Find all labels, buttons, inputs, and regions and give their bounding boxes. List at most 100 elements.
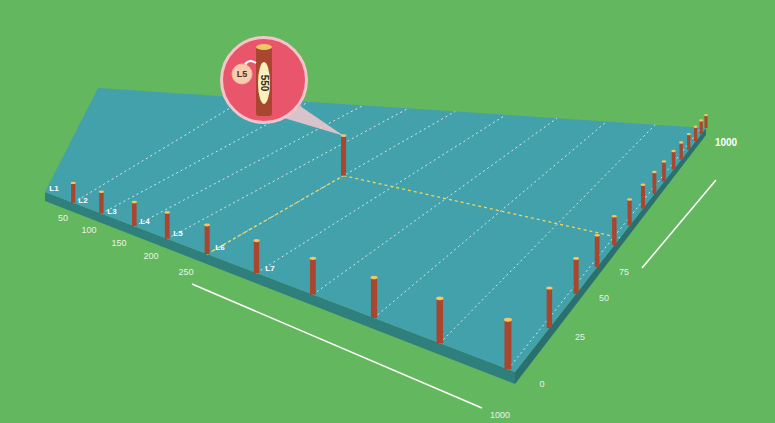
post-body [371,278,377,318]
scale-number: 250 [178,268,193,277]
scale-number: 100 [81,226,96,235]
fence-post [71,182,76,203]
post-body [653,172,657,194]
row-label: L3 [107,208,116,216]
post-cap [71,182,76,184]
post-cap [594,234,600,237]
axis-line [192,284,482,408]
post-cap [573,257,579,260]
scale-number: 50 [58,214,68,223]
fence-post [704,114,708,128]
fence-post [627,198,632,225]
post-body [672,151,676,170]
scale-number: 75 [619,268,629,277]
row-label: L7 [265,265,274,273]
row-label: L4 [140,218,149,226]
fence-post [671,150,676,170]
callout-disc [222,38,307,123]
scale-number: 0 [539,380,544,389]
post-cap [671,150,676,152]
post-body [310,258,316,294]
post-body [71,183,75,203]
post-body [705,115,708,128]
row-guide [374,121,607,318]
post-body [687,134,690,150]
post-body [254,241,259,273]
post-cap [370,276,377,279]
post-tag [258,62,270,104]
fence-post [687,133,691,150]
post-body [595,235,600,267]
fence-post [253,239,259,273]
position-highlight [344,176,621,238]
post-body [612,216,616,245]
post-body [165,212,170,238]
post-cap [132,201,138,204]
row-badge: L5 [231,63,253,85]
post-cap [627,198,632,200]
fence-post [546,286,552,328]
row-guide [134,105,363,226]
post-body [437,298,444,343]
scale-number: 200 [143,252,158,261]
badge-disc [232,64,252,84]
fence-post [504,318,512,370]
fence-post [310,257,317,295]
scale-number: 50 [599,294,609,303]
post-body [641,185,645,209]
row-guide [73,98,247,203]
fence-post [699,119,703,134]
fence-post [370,276,377,318]
post-cap [253,239,259,242]
post-body [99,192,103,214]
row-label: L5 [173,230,182,238]
post-cap [662,160,667,162]
post-cap [256,44,272,50]
post-cap [640,184,645,186]
post-cap [687,133,691,135]
post-body [694,127,697,142]
post-body [132,202,137,226]
post-body [628,199,632,225]
post-cap [204,224,210,227]
row-guide [440,125,655,344]
post-value: 550 [259,75,269,92]
row-label: L1 [49,185,58,193]
post-cap [504,318,512,322]
post-body [256,46,272,116]
post-cap [693,126,697,128]
post-body [574,259,579,294]
scale-number: 25 [575,333,585,342]
post-body [700,120,703,134]
fence-post [693,126,697,142]
post-cap [612,215,617,218]
row-guide [167,108,408,238]
scale-number: 150 [111,239,126,248]
post-cap [679,141,683,143]
fence-post [612,215,617,245]
post-cap [699,119,703,121]
target-post [341,134,347,175]
post-body [547,288,552,328]
post-body [341,136,346,176]
row-guide [508,128,701,370]
fence-post [679,141,683,159]
fence-post [99,191,104,214]
badge-label: L5 [237,70,248,79]
post-body [205,225,210,254]
post-cap [310,257,317,260]
fence-post [640,184,645,209]
callout-circle: 550 L5 [220,36,308,124]
fence-post [573,257,579,294]
row-highlight [207,176,343,254]
post-body [504,320,511,370]
row-guide [313,118,557,294]
fence-post [594,234,600,267]
fence-post [132,201,138,226]
fence-post [204,224,210,254]
post-cap [164,211,170,214]
plane-top [45,88,706,372]
fence-post [662,160,667,181]
scale-number: 1000 [715,138,737,148]
